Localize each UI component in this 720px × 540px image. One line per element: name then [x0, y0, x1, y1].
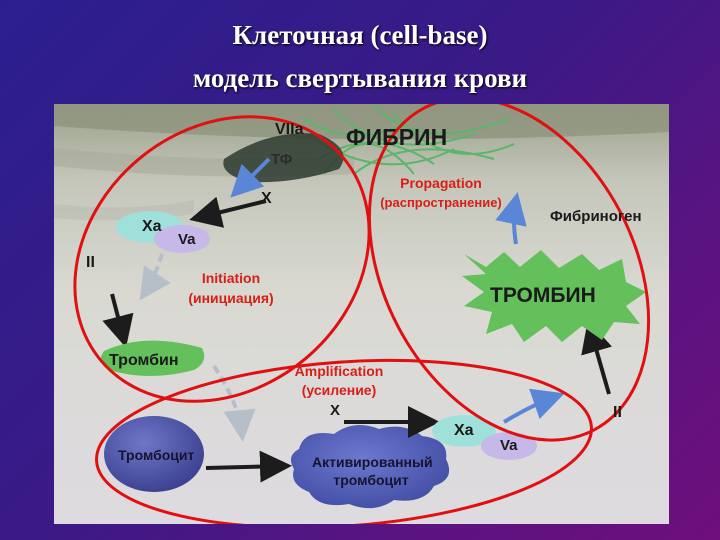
ii-to-thrombin-arrow — [112, 294, 124, 340]
x-bottom-label: X — [330, 402, 340, 419]
propagation-label-ru: (распространение) — [356, 195, 526, 210]
fibrin-label: ФИБРИН — [346, 124, 447, 151]
coagulation-diagram: VIIa ТФ X ФИБРИН Xa Va II Тромбин Фибрин… — [54, 104, 669, 524]
x-top-label: X — [261, 190, 272, 208]
viia-label: VIIa — [275, 121, 303, 139]
thrombin-large-label: ТРОМБИН — [490, 284, 596, 308]
activated-platelet-label-1: Активированный — [312, 454, 430, 470]
prothrombinase-arrow-top — [144, 254, 162, 294]
fibrinogen-label: Фибриноген — [550, 208, 642, 225]
tf-label: ТФ — [271, 151, 292, 168]
propagation-label-en: Propagation — [356, 175, 526, 191]
slide-title-line-1: Клеточная (cell-base) — [0, 18, 720, 52]
x-to-xa-arrow-top — [197, 201, 266, 218]
thrombin-small-label: Тромбин — [109, 352, 179, 370]
initiation-label-en: Initiation — [166, 270, 296, 286]
xa-bottom-label: Xa — [454, 422, 474, 440]
activated-platelet-label-2: тромбоцит — [312, 472, 430, 488]
slide-title-line-2: модель свертывания крови — [0, 61, 720, 95]
amplification-label-en: Amplification — [274, 363, 404, 379]
initiation-label-ru: (инициация) — [166, 290, 296, 306]
amplification-label-ru: (усиление) — [274, 382, 404, 398]
xa-top-label: Xa — [142, 218, 162, 236]
ii-right-label: II — [613, 404, 622, 422]
va-top-label: Va — [178, 231, 196, 248]
ii-left-label: II — [86, 254, 95, 272]
va-bottom-label: Va — [500, 437, 518, 454]
platelet-label: Тромбоцит — [118, 447, 194, 463]
prothrombinase-arrow-bottom — [504, 396, 557, 422]
platelet-activation-arrow — [206, 466, 284, 468]
